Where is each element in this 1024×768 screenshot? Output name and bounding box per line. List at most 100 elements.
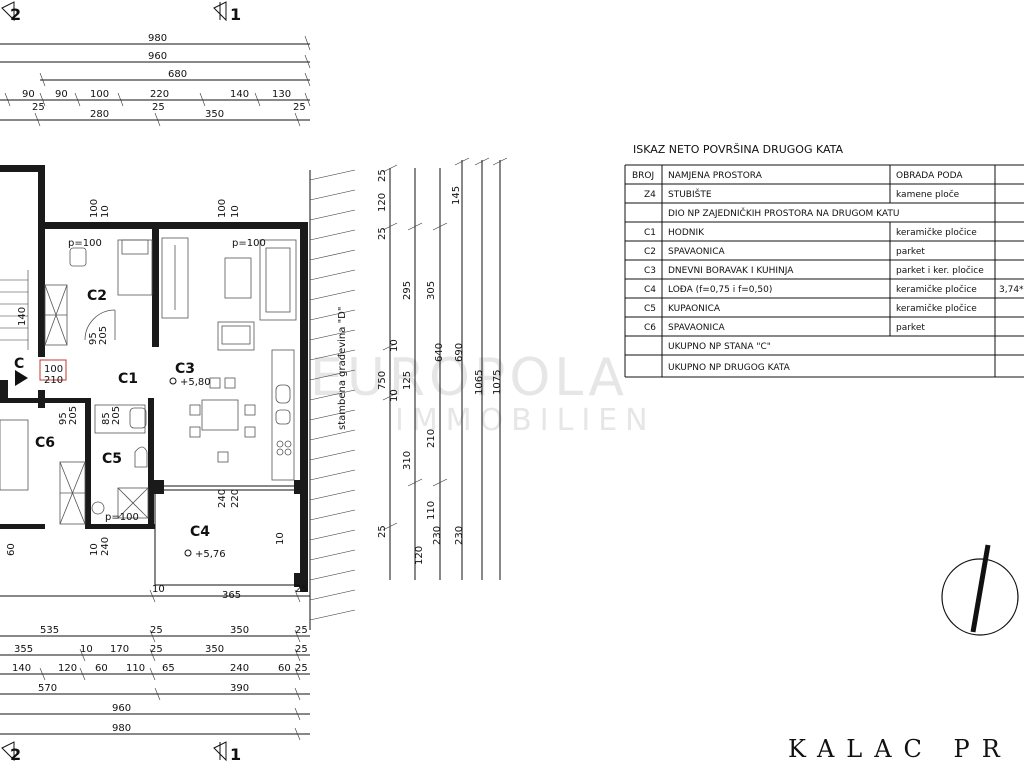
walls — [0, 165, 308, 592]
section-arrow-icon — [1, 741, 15, 762]
section-mark-top-left: 2 — [10, 5, 21, 24]
dim-label: 85 — [101, 412, 112, 425]
dim-label: 210 — [426, 429, 437, 448]
washbasin-icon — [129, 407, 147, 429]
dim-label: 690 — [454, 343, 465, 362]
dim-label: 25 — [32, 102, 45, 113]
dim-label: 145 — [451, 186, 462, 205]
bed-icon — [0, 419, 29, 491]
dim-label: 205 — [68, 406, 79, 425]
dining-table-icon — [201, 399, 239, 431]
section-mark-bottom-left: 2 — [10, 745, 21, 764]
dim-label: LOĐA (f=0,75 i f=0,50) — [668, 285, 772, 295]
table-header: NAMJENA PROSTORA — [668, 171, 763, 181]
coffee-table-icon — [224, 257, 252, 299]
sofa-icon — [259, 239, 297, 321]
table-row: C5 KUPAONICA keramičke pločice — [644, 303, 977, 314]
dim-label: 65 — [162, 663, 175, 674]
dim-label: 570 — [38, 683, 57, 694]
dim-label: 120 — [377, 193, 388, 212]
dim-label: 140 — [12, 663, 31, 674]
dim-label: 95 — [58, 412, 69, 425]
entry-arrow-icon — [15, 370, 28, 386]
bottom-dimension-chains: 10 365 25 535 25 350 25 355 10 170 25 35… — [0, 584, 310, 741]
dim-label: 295 — [402, 281, 413, 300]
level-c4: +5,76 — [195, 549, 226, 560]
parapet-height: p=100 — [68, 238, 102, 249]
top-dimension-chains: 980 960 680 90 90 100 220 140 130 280 35… — [0, 33, 311, 127]
wardrobe-icon — [161, 237, 189, 319]
dim-label: DNEVNI BORAVAK I KUHINJA — [668, 266, 794, 276]
dim-label: C3 — [644, 266, 656, 276]
annotations: p=100 p=100 p=100 +5,80 +5,76 100 210 — [44, 238, 266, 560]
right-dimension-chains: 25 120 25 295 10 125 10 310 25 120 145 3… — [377, 157, 508, 580]
dim-label: 240 — [230, 663, 249, 674]
neighbor-building-label: stambena građevina "D" — [337, 307, 348, 430]
room-label-c6: C6 — [35, 435, 55, 451]
table-row: C3 DNEVNI BORAVAK I KUHINJA parket i ker… — [644, 265, 984, 276]
dim-label: C2 — [644, 247, 656, 257]
dim-label: 350 — [205, 644, 224, 655]
dim-label: 120 — [414, 546, 425, 565]
dim-label: C1 — [644, 228, 656, 238]
dim-label: UKUPNO NP DRUGOG KATA — [668, 363, 791, 373]
dim-label: 25 — [295, 644, 308, 655]
dim-label: DIO NP ZAJEDNIČKIH PROSTORA NA DRUGOM KA… — [668, 207, 899, 219]
dim-label: 1075 — [492, 370, 503, 395]
dim-label: 980 — [148, 33, 167, 44]
dim-label: C6 — [644, 323, 656, 333]
bed-icon — [117, 239, 153, 296]
section-markers: 2 1 2 1 — [1, 1, 241, 764]
dim-label: parket — [896, 323, 925, 333]
dim-label: 350 — [205, 109, 224, 120]
table-row: UKUPNO NP STANA "C" — [668, 342, 771, 352]
dim-label: 205 — [111, 406, 122, 425]
dim-label: keramičke pločice — [896, 303, 977, 314]
dim-label: 90 — [55, 89, 68, 100]
toilet-icon — [134, 446, 148, 468]
table-row: UKUPNO NP DRUGOG KATA — [668, 363, 791, 373]
level-c3: +5,80 — [180, 377, 211, 388]
dim-label: 110 — [126, 663, 145, 674]
dim-label: 25 — [295, 663, 308, 674]
dim-label: 220 — [150, 89, 169, 100]
room-label-c1: C1 — [118, 371, 138, 387]
door-height: 210 — [44, 375, 63, 386]
table-row: DIO NP ZAJEDNIČKIH PROSTORA NA DRUGOM KA… — [668, 207, 899, 219]
section-mark-top-right: 1 — [230, 5, 241, 24]
dim-label: 25 — [150, 625, 163, 636]
area-table: ISKAZ NETO POVRŠINA DRUGOG KATA BROJ NAM… — [624, 143, 1024, 378]
dim-label: SPAVAONICA — [668, 247, 725, 257]
dim-label: 140 — [17, 307, 28, 326]
table-row: C4 LOĐA (f=0,75 i f=0,50) keramičke ploč… — [644, 284, 1024, 295]
dim-label: 10 — [80, 644, 93, 655]
apartment-label-c: C — [14, 356, 24, 372]
watermark-line2: IMMOBILIEN — [395, 403, 656, 438]
dim-label: 25 — [377, 525, 388, 538]
dim-label: kamene ploče — [896, 189, 960, 200]
dim-label: C4 — [644, 285, 656, 295]
dim-label: 10 — [100, 205, 111, 218]
dim-label: parket i ker. pločice — [896, 265, 984, 276]
door-width: 100 — [44, 364, 63, 375]
dim-label: 3,74* — [999, 285, 1024, 295]
table-title: ISKAZ NETO POVRŠINA DRUGOG KATA — [633, 143, 844, 156]
door-swing-icon — [84, 309, 116, 341]
north-arrow-icon — [941, 544, 1019, 636]
table-row: C2 SPAVAONICA parket — [644, 247, 925, 257]
dim-label: HODNIK — [668, 228, 705, 238]
room-labels: C2 C1 C3 C5 C6 C4 C — [14, 288, 210, 540]
shower-icon — [117, 487, 149, 519]
dim-label: 120 — [58, 663, 77, 674]
dim-label: 355 — [14, 644, 33, 655]
dim-label: 100 — [90, 89, 109, 100]
dim-label: 10 — [152, 584, 165, 595]
dim-label: 310 — [402, 451, 413, 470]
dim-label: parket — [896, 247, 925, 257]
dim-label: keramičke pločice — [896, 227, 977, 238]
dim-label: 10 — [275, 532, 286, 545]
nightstand-icon — [69, 247, 87, 267]
table-row: C6 SPAVAONICA parket — [644, 323, 925, 333]
dim-label: 140 — [230, 89, 249, 100]
